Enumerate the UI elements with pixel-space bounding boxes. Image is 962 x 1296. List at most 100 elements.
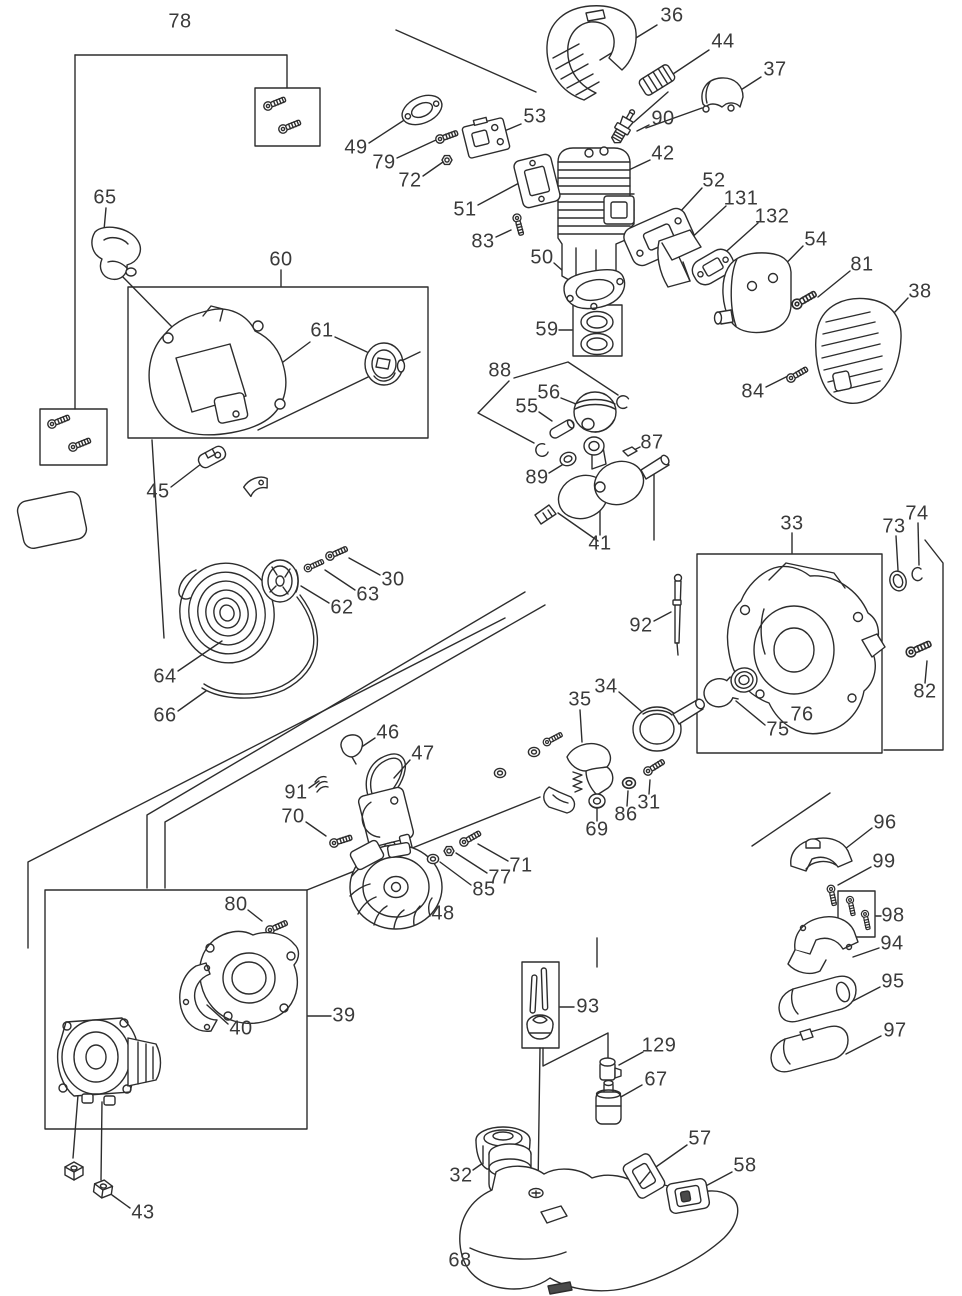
part-label-49: 49: [344, 136, 368, 159]
part-label-87: 87: [640, 431, 664, 454]
part-clutch-housing: [56, 1017, 162, 1106]
part-label-31: 31: [637, 791, 661, 814]
part-label-75: 75: [766, 718, 790, 741]
part-label-36: 36: [660, 4, 684, 27]
part-label-55: 55: [515, 395, 539, 418]
part-label-56: 56: [537, 381, 561, 404]
part-label-38: 38: [908, 280, 932, 303]
leader-line: [542, 1032, 609, 1067]
part-92-rod: [672, 573, 683, 656]
group-box-93: [521, 961, 560, 1049]
part-74-ring: [911, 566, 923, 582]
part-69-washer: [588, 793, 606, 809]
part-85-washer: [426, 853, 440, 865]
leader-line: [477, 843, 509, 862]
part-label-35: 35: [568, 688, 592, 711]
part-59-orings: [580, 310, 614, 356]
part-label-96: 96: [873, 811, 897, 834]
part-label-34: 34: [594, 675, 618, 698]
screw-icon: [66, 435, 93, 454]
part-label-63: 63: [356, 583, 380, 606]
part-68-fuel-tank: [459, 1143, 739, 1295]
leader-line: [537, 1047, 541, 1189]
part-98-screw: [845, 895, 858, 917]
leader-line: [495, 229, 512, 238]
part-label-93: 93: [576, 995, 600, 1018]
part-82-bolt: [903, 638, 934, 660]
leader-line: [652, 1144, 688, 1170]
part-96-clamp: [790, 837, 853, 872]
part-45-clip: [197, 445, 227, 469]
part-label-59: 59: [535, 318, 559, 341]
leader-line: [100, 1101, 103, 1181]
part-label-72: 72: [398, 169, 422, 192]
leader-line: [845, 1035, 882, 1055]
part-label-77: 77: [488, 866, 512, 889]
part-label-51: 51: [453, 198, 477, 221]
part-label-plate: [16, 491, 88, 549]
part-88-circlip: [533, 441, 550, 459]
part-41-crankshaft: [534, 436, 670, 525]
part-label-132: 132: [754, 205, 790, 228]
part-label-94: 94: [880, 932, 904, 955]
part-label-69: 69: [585, 818, 609, 841]
part-label-54: 54: [804, 228, 828, 251]
leader-line: [396, 139, 437, 159]
part-30-screw: [323, 543, 350, 563]
part-65-starter-grip: [91, 226, 142, 281]
leader-line: [648, 779, 651, 795]
leader-line: [917, 522, 920, 566]
leader-line: [883, 539, 944, 751]
leader-line: [27, 617, 506, 949]
leader-line: [844, 827, 873, 850]
part-label-71: 71: [509, 854, 533, 877]
part-crankcase-cover: [198, 930, 300, 1025]
leader-line: [850, 986, 881, 1003]
part-31-bolt: [641, 756, 667, 778]
part-91-spring: [314, 775, 329, 793]
leader-line: [395, 29, 537, 93]
part-43-nuts: [64, 1161, 114, 1199]
part-77-nut: [443, 845, 455, 857]
leader-line: [895, 535, 899, 571]
part-35-spring: [572, 771, 583, 793]
part-54-muffler: [713, 252, 792, 334]
part-72-nut: [441, 154, 453, 166]
part-42-cylinder: [557, 146, 635, 290]
part-90-spark-plug: [610, 109, 636, 144]
part-86-washer: [621, 776, 637, 790]
part-label-83: 83: [471, 230, 495, 253]
part-label-76: 76: [790, 703, 814, 726]
part-70-bolt: [328, 832, 354, 849]
leader-line: [164, 604, 546, 889]
part-35-pawl: [566, 742, 614, 796]
part-58-switch: [665, 1178, 711, 1214]
part-label-60: 60: [269, 248, 293, 271]
part-label-62: 62: [330, 596, 354, 619]
part-57-plate: [622, 1153, 666, 1199]
part-37-cover: [701, 77, 744, 113]
leader-line: [477, 380, 535, 444]
leader-line: [618, 1051, 644, 1066]
part-label-52: 52: [702, 169, 726, 192]
group-box-33: [696, 553, 883, 754]
leader-line: [111, 1194, 131, 1209]
part-60-starter-housing: [148, 305, 287, 436]
leader-line: [557, 512, 599, 542]
part-76-bearing: [730, 667, 758, 693]
part-label-99: 99: [872, 850, 896, 873]
leader-line: [538, 411, 553, 422]
part-44-block: [638, 64, 676, 96]
part-64-recoil-spring: [178, 562, 275, 664]
part-56-piston: [573, 391, 617, 433]
part-34-drum: [632, 698, 706, 752]
part-53-insulator: [461, 116, 511, 159]
part-38-cover: [815, 297, 902, 404]
part-94-clamp: [787, 916, 859, 975]
part-40-gasket: [179, 962, 218, 1032]
leader-line: [300, 585, 330, 604]
leader-line: [72, 1094, 79, 1159]
washer-icon: [527, 746, 541, 758]
part-132-gasket: [691, 248, 735, 286]
